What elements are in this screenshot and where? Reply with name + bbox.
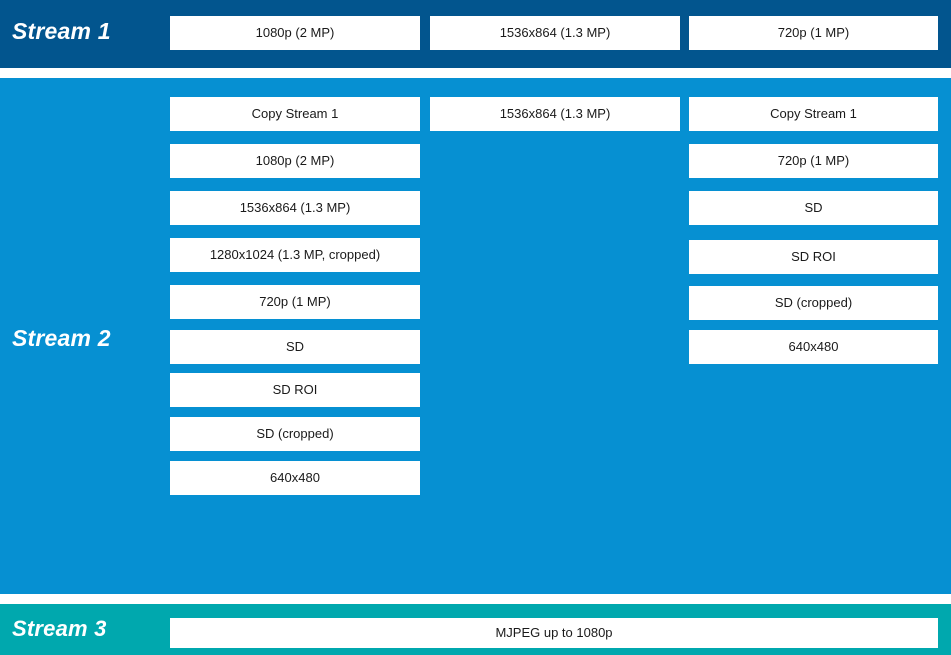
stream2-option-col1-3[interactable]: 1536x864 (1.3 MP): [170, 191, 420, 225]
stream1-option-col2-1[interactable]: 1536x864 (1.3 MP): [430, 16, 680, 50]
stream2-label: Stream 2: [12, 325, 111, 351]
stream2-option-col1-9[interactable]: 640x480: [170, 461, 420, 495]
stream2-option-col3-1[interactable]: Copy Stream 1: [689, 97, 938, 131]
stream2-option-col1-7[interactable]: SD ROI: [170, 373, 420, 407]
stream2-option-col3-5[interactable]: SD (cropped): [689, 286, 938, 320]
stream2-option-col1-2[interactable]: 1080p (2 MP): [170, 144, 420, 178]
stream2-option-col3-4[interactable]: SD ROI: [689, 240, 938, 274]
stream2-option-col1-1[interactable]: Copy Stream 1: [170, 97, 420, 131]
stream2-option-col1-4[interactable]: 1280x1024 (1.3 MP, cropped): [170, 238, 420, 272]
stream2-option-col2-1[interactable]: 1536x864 (1.3 MP): [430, 97, 680, 131]
stream2-option-col1-8[interactable]: SD (cropped): [170, 417, 420, 451]
stream1-option-col3-1[interactable]: 720p (1 MP): [689, 16, 938, 50]
stream1-label: Stream 1: [12, 18, 111, 44]
stream2-option-col3-3[interactable]: SD: [689, 191, 938, 225]
stream1-option-col1-1[interactable]: 1080p (2 MP): [170, 16, 420, 50]
stream2-option-col1-6[interactable]: SD: [170, 330, 420, 364]
stream3-label: Stream 3: [12, 616, 107, 641]
stream2-option-col3-2[interactable]: 720p (1 MP): [689, 144, 938, 178]
stream2-option-col3-6[interactable]: 640x480: [689, 330, 938, 364]
stream2-option-col1-5[interactable]: 720p (1 MP): [170, 285, 420, 319]
stream3-option-1[interactable]: MJPEG up to 1080p: [170, 618, 938, 648]
